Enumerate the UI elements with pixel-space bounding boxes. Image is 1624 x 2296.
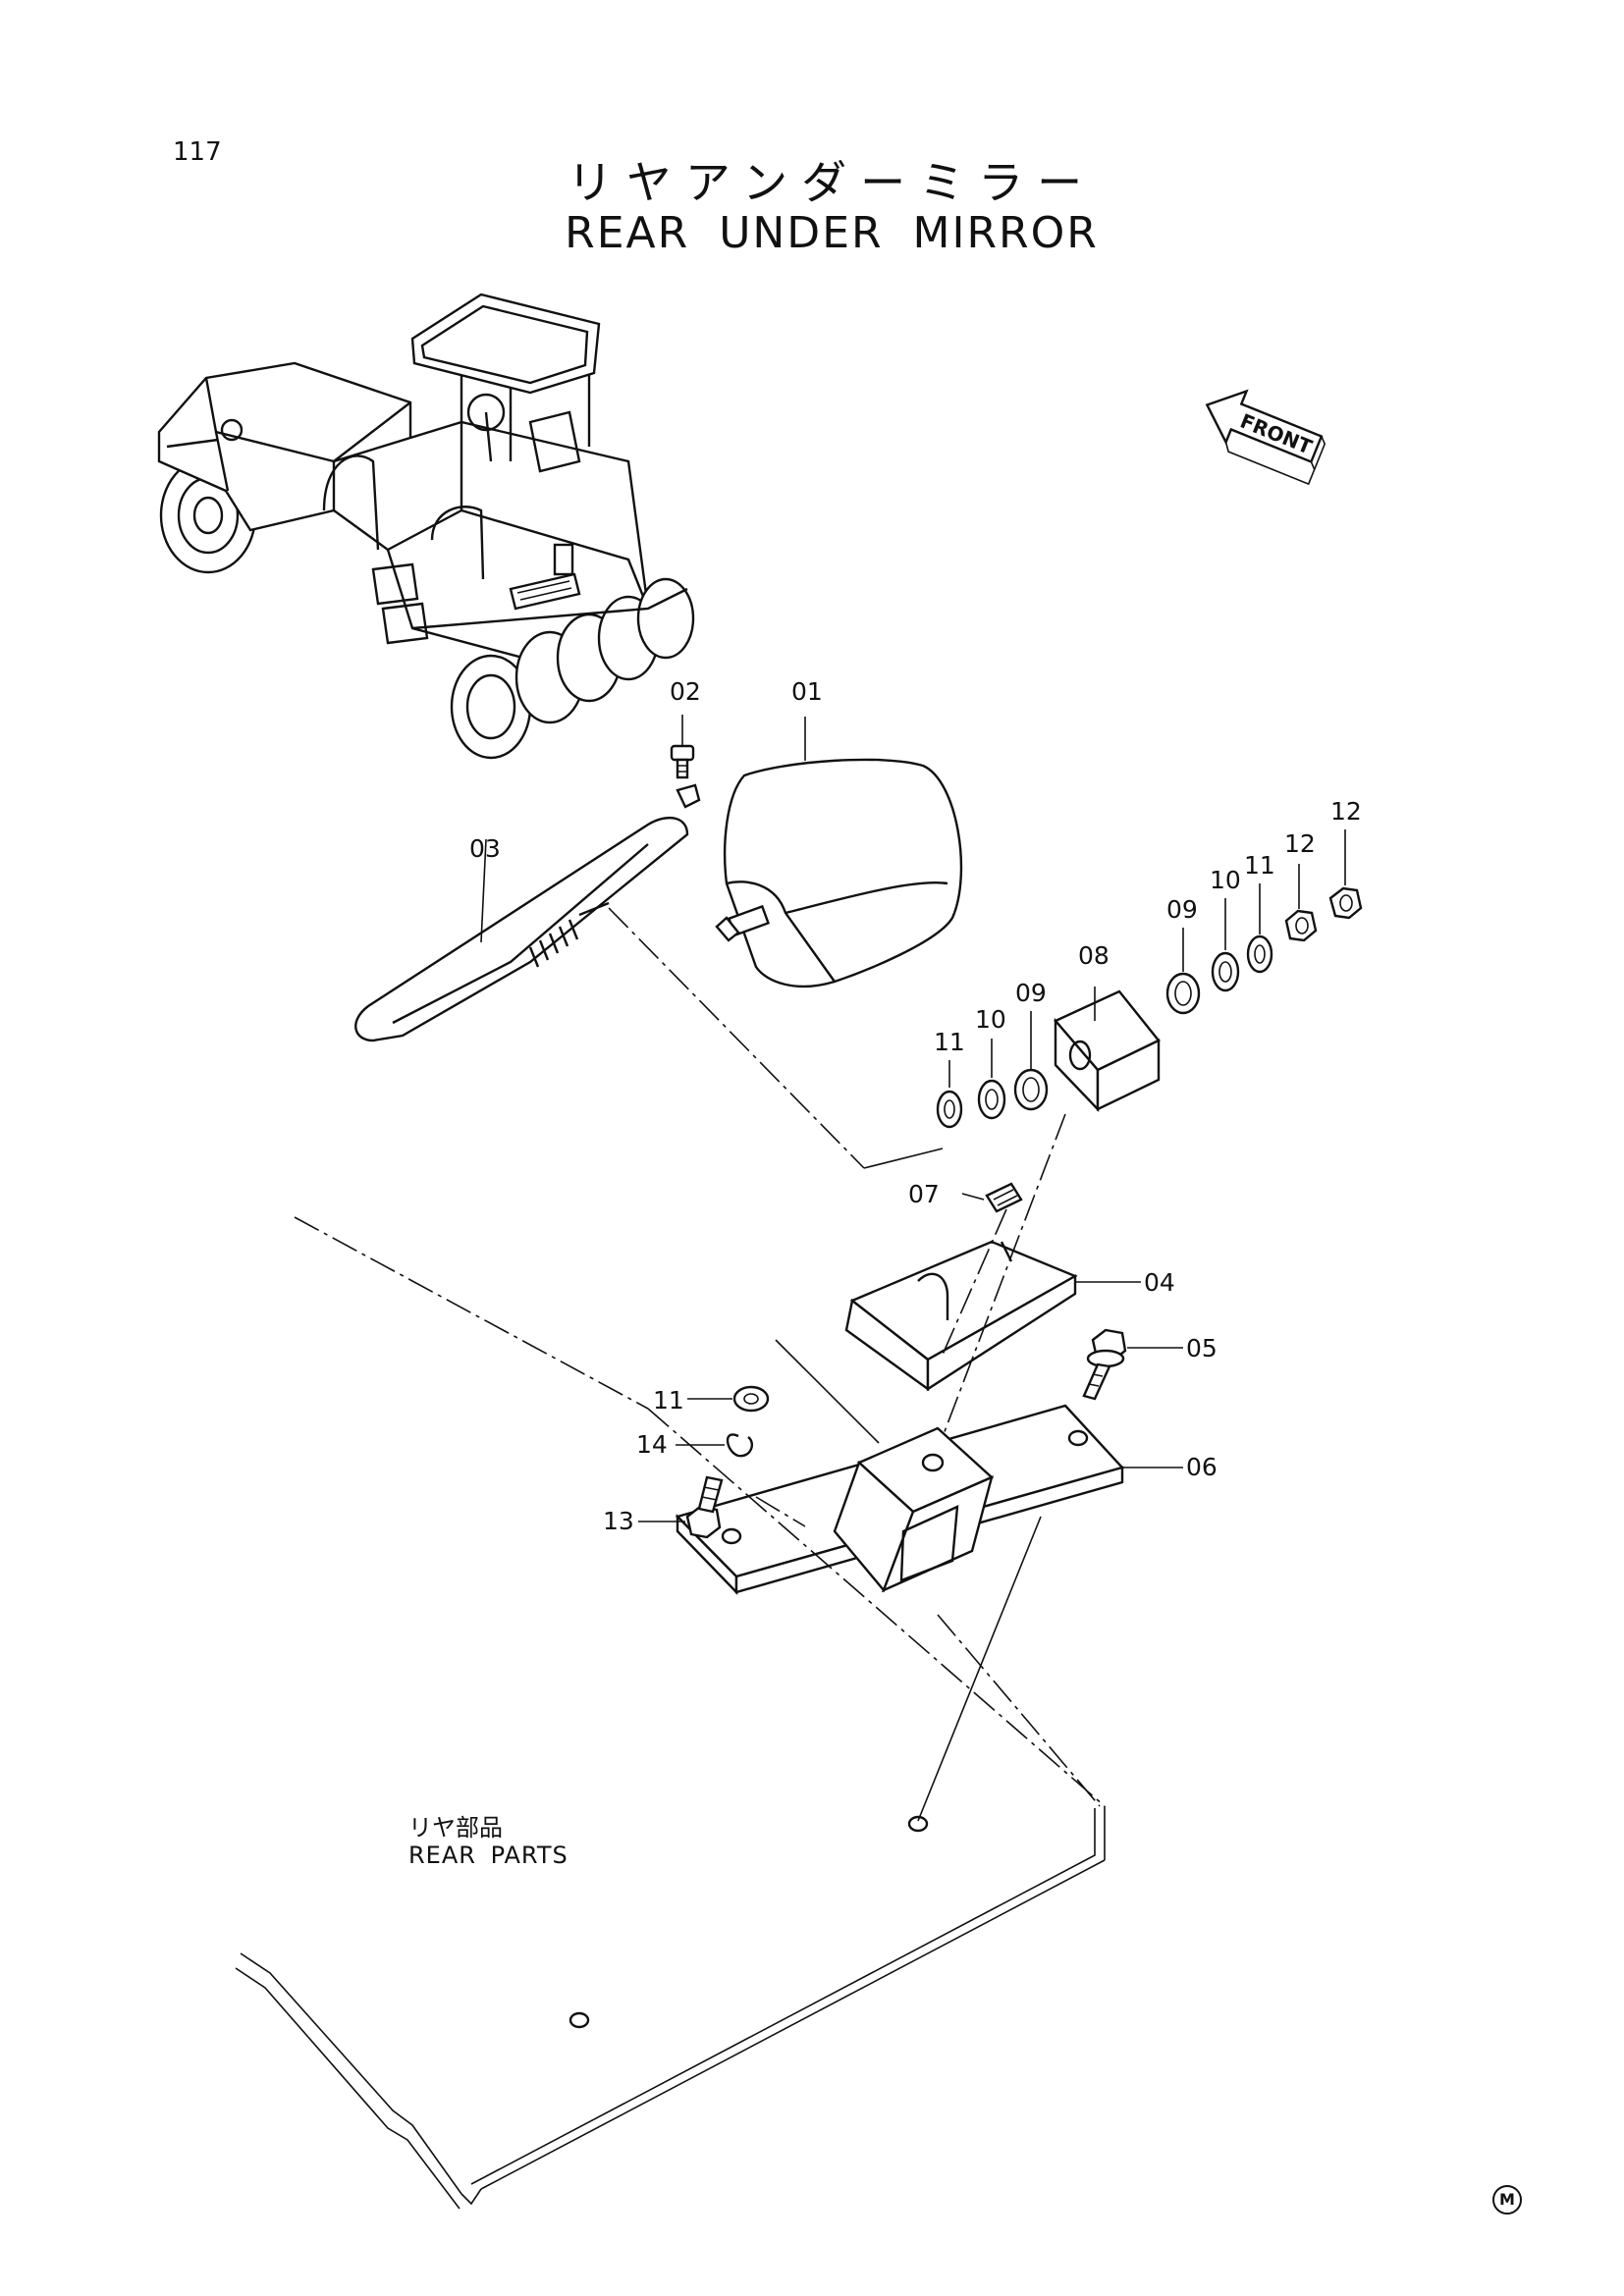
page-title-japanese: リヤアンダーミラー — [567, 156, 1097, 209]
callout-05: 05 — [1186, 1334, 1218, 1362]
part-01-mirror — [715, 717, 963, 988]
part-11-washer-lower — [687, 1385, 770, 1413]
machine-overview-illustration — [157, 293, 695, 760]
callout-12a: 12 — [1284, 829, 1316, 858]
part-09-bushing-right — [1165, 928, 1201, 1015]
callout-14: 14 — [636, 1430, 668, 1459]
rear-parts-panel — [235, 1408, 1106, 2210]
callout-07: 07 — [908, 1180, 940, 1208]
part-11-washer-left — [936, 1060, 963, 1129]
callout-11c: 11 — [653, 1386, 684, 1415]
page-number: 117 — [173, 137, 222, 167]
part-04-bracket — [844, 1240, 1141, 1392]
callout-04: 04 — [1144, 1268, 1175, 1297]
part-02-screw — [670, 715, 695, 779]
part-10-washer-right — [1211, 898, 1240, 992]
callout-06: 06 — [1186, 1453, 1218, 1481]
part-05-bolt — [1082, 1328, 1183, 1401]
callout-08: 08 — [1078, 941, 1110, 970]
front-direction-arrow: FRONT — [1205, 389, 1326, 486]
page-title: REAR UNDER MIRROR — [565, 208, 1099, 258]
part-12-nut-a — [1284, 864, 1318, 942]
callout-13: 13 — [603, 1507, 634, 1535]
part-12-nut-b — [1328, 829, 1363, 920]
callout-11b: 11 — [1244, 851, 1275, 880]
rear-parts-label-japanese: リヤ部品 — [408, 1814, 503, 1842]
callout-03: 03 — [469, 834, 501, 863]
registered-mark: M — [1492, 2185, 1522, 2215]
callout-11a: 11 — [934, 1028, 965, 1056]
part-14-lock-washer — [676, 1433, 753, 1458]
part-03-mirror-arm — [354, 783, 701, 1042]
callout-09a: 09 — [1015, 979, 1047, 1007]
rear-parts-label: REAR PARTS — [408, 1842, 568, 1869]
part-07-key — [961, 1182, 1023, 1213]
callout-01: 01 — [791, 677, 823, 706]
callout-10a: 10 — [975, 1005, 1006, 1034]
callout-02: 02 — [670, 677, 701, 706]
callout-09b: 09 — [1166, 895, 1198, 924]
part-06-base-bracket — [675, 1404, 1183, 1595]
part-08-block — [1054, 987, 1161, 1112]
front-arrow-label: FRONT — [1237, 409, 1316, 459]
part-10-washer-left — [977, 1039, 1006, 1120]
part-09-bushing-left — [1013, 1011, 1049, 1111]
callout-12b: 12 — [1330, 797, 1362, 826]
part-13-bolt — [638, 1475, 724, 1539]
part-11-washer-right — [1246, 883, 1273, 974]
callout-10b: 10 — [1210, 866, 1241, 894]
